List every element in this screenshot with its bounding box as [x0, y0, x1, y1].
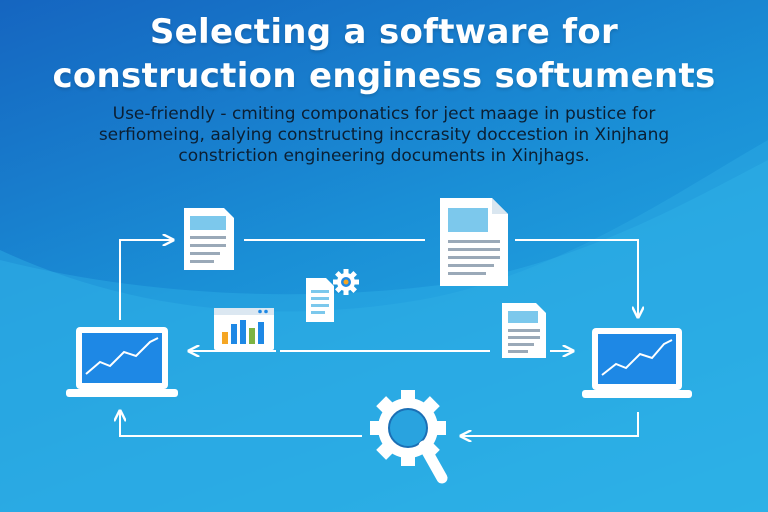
document-icon-top-left: [184, 208, 234, 270]
subtitle-line-1: Use-friendly - cmiting componatics for j…: [112, 104, 656, 124]
connector-lines: [120, 240, 638, 436]
laptop-chart-icon-left: [66, 327, 178, 397]
document-gear-icon: [306, 278, 334, 322]
subtitle-line-2: serfiomeing, aalying constructing inccra…: [98, 125, 670, 145]
magnifier-gear-icon: [370, 390, 448, 484]
gear-icon: [333, 269, 359, 295]
arrow-top-doc-to-right-laptop: [515, 239, 638, 316]
bar-chart-window-icon: [214, 308, 274, 350]
subtitle-line-3: constriction engineering documents in Xi…: [178, 146, 590, 166]
page-title-line-1: Selecting a software for: [149, 12, 619, 52]
arrow-magnifier-to-left: [120, 412, 362, 437]
document-icon-middle-right: [502, 303, 546, 358]
arrow-right-to-magnifier: [462, 412, 639, 436]
page-title-line-2: construction enginess softuments: [52, 56, 716, 96]
laptop-chart-icon-right: [582, 328, 692, 398]
document-icon-top-right: [440, 198, 508, 286]
arrow-left-laptop-to-top-doc: [119, 240, 172, 320]
